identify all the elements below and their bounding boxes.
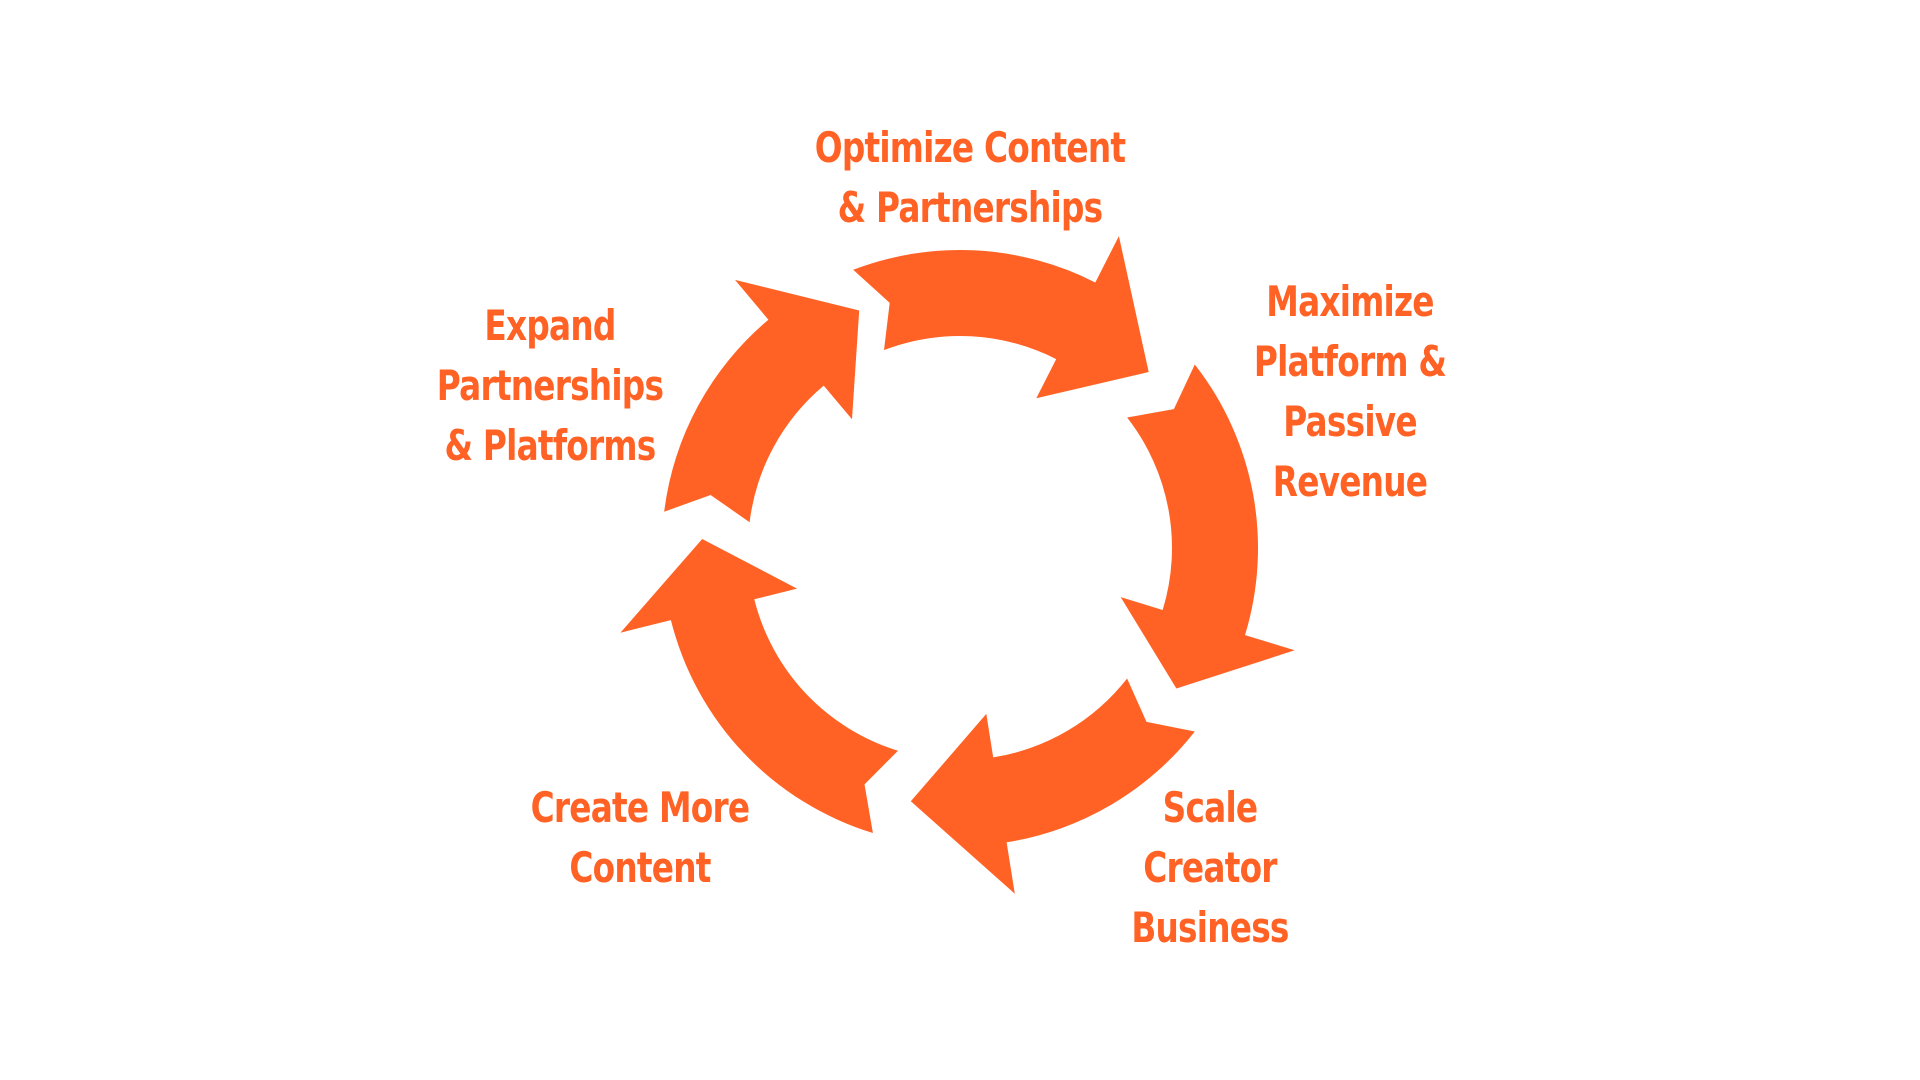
- arrow-bottom-right: [910, 678, 1195, 894]
- step-label-line: Create More: [530, 783, 750, 832]
- step-label-line: Partnerships: [436, 361, 664, 410]
- step-label-expand-partnerships-platforms: Expand Partnerships & Platforms: [386, 296, 714, 476]
- arrow-top: [853, 236, 1149, 399]
- step-label-line: Scale: [1162, 783, 1258, 832]
- step-label-line: & Partnerships: [837, 183, 1104, 232]
- step-label-scale-creator-business: Scale Creator Business: [1046, 778, 1374, 958]
- step-label-line: Content: [569, 843, 711, 892]
- step-label-optimize-content-partnerships: Optimize Content & Partnerships: [806, 118, 1134, 238]
- step-label-line: Business: [1131, 903, 1289, 952]
- step-label-line: Optimize Content: [814, 123, 1126, 172]
- step-label-line: & Platforms: [444, 421, 657, 470]
- arrow-bottom-left: [620, 539, 898, 833]
- step-label-line: Revenue: [1272, 457, 1428, 506]
- step-label-line: Expand: [484, 301, 616, 350]
- step-label-maximize-platform-passive-revenue: Maximize Platform & Passive Revenue: [1186, 272, 1514, 512]
- step-label-line: Maximize: [1266, 277, 1434, 326]
- step-label-create-more-content: Create More Content: [476, 778, 804, 898]
- step-label-line: Passive: [1283, 397, 1417, 446]
- arrow-right: [1120, 364, 1295, 689]
- step-label-line: Creator: [1143, 843, 1277, 892]
- arrow-left: [664, 279, 860, 523]
- step-label-line: Platform &: [1253, 337, 1447, 386]
